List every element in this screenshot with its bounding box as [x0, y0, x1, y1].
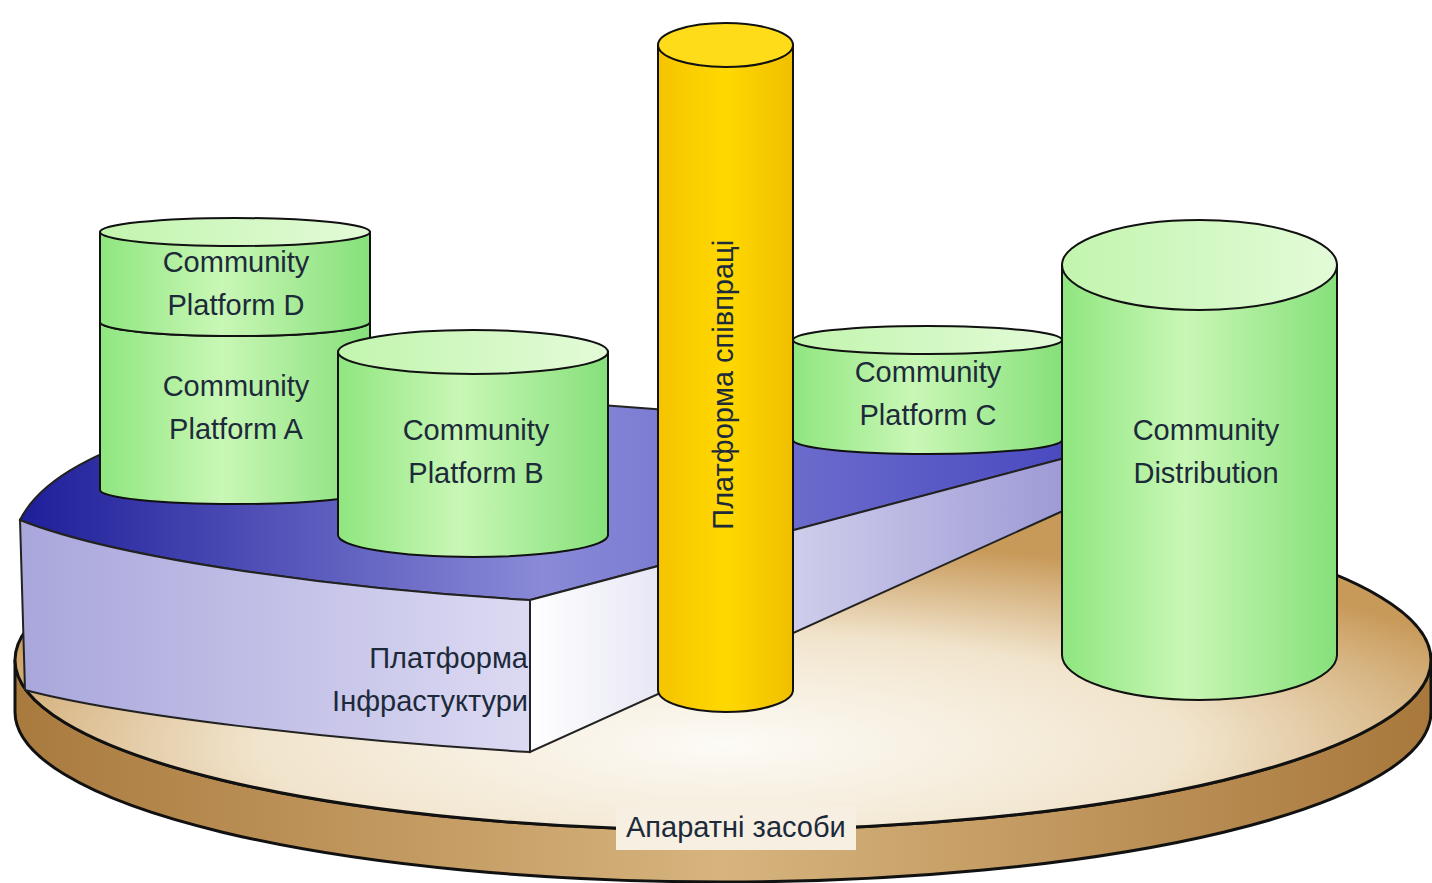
node-label: Community Platform B — [381, 409, 571, 496]
community-platform-c: Community Platform C — [792, 324, 1064, 456]
node-label: Платформа Інфрастуктури — [308, 637, 528, 724]
node-label: Апаратні засоби — [616, 806, 856, 850]
community-distribution-shape — [1060, 218, 1340, 688]
community-distribution: Community Distribution — [1060, 218, 1340, 688]
community-platform-d: Community Platform D — [100, 214, 372, 326]
node-label: Community Platform C — [833, 351, 1023, 438]
node-label: Community Platform A — [141, 365, 331, 452]
node-label: Community Platform D — [141, 241, 331, 328]
community-platform-c-shape — [792, 324, 1064, 456]
collaboration-platform-pillar: Платформа співпраці — [656, 20, 796, 710]
vertical-label: Платформа співпраці — [702, 240, 746, 530]
community-platform-b: Community Platform B — [337, 328, 610, 560]
node-label: Community Distribution — [1096, 409, 1316, 496]
